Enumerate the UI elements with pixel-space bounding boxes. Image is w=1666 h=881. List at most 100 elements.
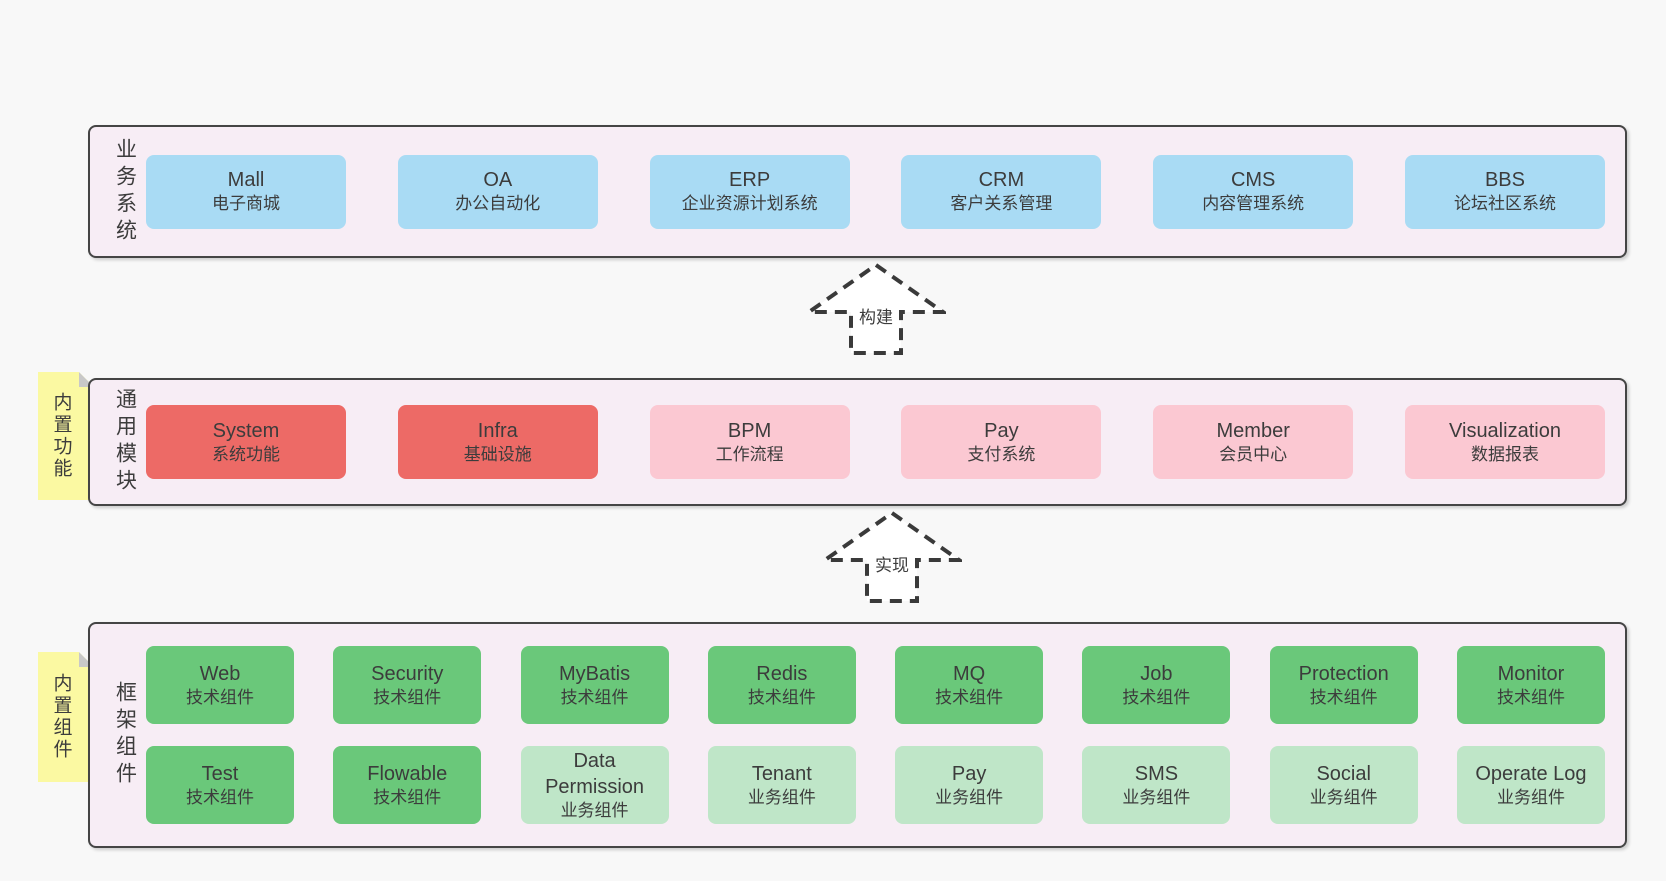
- box-title: SMS: [1134, 762, 1179, 785]
- box-subtitle: 电子商城: [212, 194, 280, 214]
- box-title: Member: [1216, 419, 1290, 442]
- box-title: Visualization: [1449, 419, 1561, 442]
- box-subtitle: 内容管理系统: [1202, 194, 1305, 214]
- box-subtitle: 办公自动化: [455, 194, 541, 214]
- box-title: Web: [199, 662, 241, 685]
- box-subtitle: 业务组件: [1496, 787, 1565, 807]
- box-subtitle: 数据报表: [1470, 444, 1539, 464]
- box-subtitle: 技术组件: [1309, 687, 1378, 707]
- box-subtitle: 系统功能: [212, 444, 280, 464]
- business-systems-label: 业务系统: [113, 137, 137, 246]
- built-in-functions-tag: 内置功能: [38, 372, 94, 500]
- framework-components-label: 框架组件: [113, 681, 137, 789]
- box-subtitle: 业务组件: [1122, 787, 1191, 807]
- box-title: System: [212, 419, 280, 442]
- build-arrow: 构建: [806, 262, 946, 356]
- box-subtitle: 业务组件: [747, 787, 816, 807]
- box-subtitle: 技术组件: [1496, 687, 1565, 707]
- box-subtitle: 技术组件: [373, 787, 442, 807]
- box-subtitle: 会员中心: [1219, 444, 1288, 464]
- box-title: ERP: [729, 169, 771, 192]
- box-title: Infra: [477, 419, 518, 442]
- box-subtitle: 技术组件: [186, 787, 254, 807]
- box-title: Monitor: [1497, 662, 1565, 685]
- box-title: MyBatis: [559, 662, 631, 685]
- box-title: OA: [483, 169, 513, 192]
- box-subtitle: 业务组件: [935, 787, 1004, 807]
- box-title: Data Permission: [545, 749, 645, 798]
- implement-arrow-label: 实现: [872, 550, 912, 577]
- box-title: Pay: [984, 419, 1019, 442]
- box-title: Job: [1140, 662, 1173, 685]
- implement-arrow: 实现: [822, 510, 962, 604]
- built-in-components-tag: 内置组件: [38, 652, 94, 782]
- box-subtitle: 业务组件: [560, 800, 629, 820]
- box-title: CMS: [1230, 169, 1276, 192]
- box-title: CRM: [978, 169, 1025, 192]
- box-title: Security: [371, 662, 444, 685]
- box-title: BBS: [1484, 169, 1525, 192]
- box-subtitle: 技术组件: [186, 687, 254, 707]
- built-in-functions-tag-label: 内置功能: [50, 392, 72, 480]
- box-subtitle: 技术组件: [373, 687, 442, 707]
- box-subtitle: 技术组件: [560, 687, 629, 707]
- box-title: Mall: [227, 169, 265, 192]
- box-title: Flowable: [367, 762, 448, 785]
- box-title: Tenant: [751, 762, 812, 785]
- box-subtitle: 业务组件: [1309, 787, 1378, 807]
- box-title: BPM: [727, 419, 772, 442]
- box-title: Pay: [951, 762, 987, 785]
- box-subtitle: 工作流程: [715, 444, 784, 464]
- box-subtitle: 论坛社区系统: [1453, 194, 1556, 214]
- built-in-components-tag-label: 内置组件: [50, 673, 72, 761]
- build-arrow-label: 构建: [856, 302, 896, 329]
- common-modules-label: 通用模块: [113, 388, 137, 496]
- box-subtitle: 支付系统: [967, 444, 1036, 464]
- box-title: Redis: [756, 662, 808, 685]
- box-title: Operate Log: [1475, 762, 1587, 785]
- box-title: Social: [1316, 762, 1371, 785]
- box-subtitle: 技术组件: [935, 687, 1004, 707]
- box-subtitle: 基础设施: [463, 444, 532, 464]
- box-subtitle: 客户关系管理: [950, 194, 1053, 214]
- box-title: MQ: [953, 662, 986, 685]
- box-subtitle: 企业资源计划系统: [681, 194, 818, 214]
- box-subtitle: 技术组件: [1122, 687, 1191, 707]
- box-title: Protection: [1298, 662, 1389, 685]
- box-title: Test: [201, 762, 239, 785]
- box-subtitle: 技术组件: [747, 687, 816, 707]
